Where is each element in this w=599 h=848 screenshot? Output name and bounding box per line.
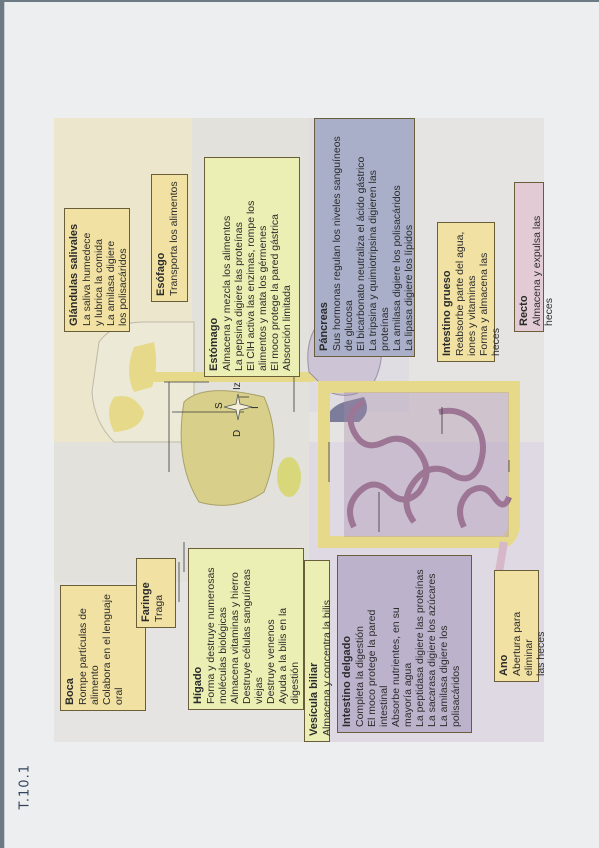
higado-line: Forma y destruye numerosas [205, 567, 217, 704]
large-intestine-shape [318, 381, 520, 548]
intestino-delgado-line: intestinal [378, 685, 390, 727]
estomago-title: Estómago [208, 317, 220, 371]
compass-star-icon [223, 393, 253, 421]
higado-line: Destruye venenos [265, 619, 277, 704]
intestino-grueso-title: Intestino grueso [441, 270, 453, 356]
intestino-delgado-line: Completa la digestión [354, 626, 366, 727]
pancreas-line: La lipasa digiere los lípidos [403, 224, 415, 351]
label-intestino-grueso: Intestino grueso Reabsorbe parte del agu… [437, 222, 502, 362]
esofago-title: Esófago [155, 252, 167, 296]
higado-title: Hígado [192, 666, 204, 704]
pancreas-line: La amilasa digiere los polisacáridos [391, 185, 403, 351]
estomago-line: El ClH activa las enzimas, rompe los [245, 200, 257, 371]
salivary-gland-shape [109, 396, 144, 432]
intestino-grueso-line: iones y vitaminas [466, 275, 478, 356]
pancreas-line: El bicarbonato neutraliza el ácido gástr… [355, 156, 367, 351]
higado-line: moléculas biológicas [217, 607, 229, 704]
page-note-text: T.10.1 [17, 764, 33, 810]
higado-line: digestión [289, 661, 301, 704]
vesicula-line: Almacena y concentra la bilis [321, 600, 333, 736]
label-vesicula: Vesícula biliar Almacena y concentra la … [304, 560, 333, 742]
higado-line: Destruye células sanguíneas [241, 569, 253, 704]
compass-label-d: D [232, 429, 243, 437]
pancreas-line: La tripsina y quimiotripsina digieren la… [367, 170, 379, 351]
pancreas-line: Sus hormonas regulan los niveles sanguín… [331, 136, 343, 351]
esofago-line: Transporta los alimentos [168, 181, 180, 296]
recto-line: Almacena y expulsa las heces [531, 215, 555, 326]
ano-line: las heces [535, 631, 547, 676]
higado-line: viejas [253, 677, 265, 704]
intestino-delgado-line: La amilasa digiere los [438, 625, 450, 727]
boca-line: Colabora en el lenguaje [101, 594, 113, 705]
intestino-delgado-line: El moco protege la pared [366, 609, 378, 727]
faringe-line: Traga [153, 594, 165, 622]
digestive-system-plate: S I D Iz Boca Rompe partículas de alimen… [54, 118, 555, 742]
intestino-delgado-line: La sacarasa digiere los azúcares [426, 573, 438, 727]
higado-line: Almacena vitaminas y hierro [229, 572, 241, 704]
handwritten-page-note: T.10.1 [5, 764, 45, 812]
intestino-grueso-line: Forma y almacena las heces [478, 252, 502, 356]
boca-line: Rompe partículas de [77, 608, 89, 705]
glandulas-line: La saliva humedece [81, 232, 93, 326]
label-boca: Boca Rompe partículas de alimento Colabo… [60, 585, 146, 711]
label-estomago: Estómago Almacena y mezcla los alimentos… [204, 157, 300, 377]
vesicula-title: Vesícula biliar [308, 662, 320, 736]
higado-line: Ayuda a la bilis en la [277, 607, 289, 704]
estomago-line: Almacena y mezcla los alimentos [221, 215, 233, 371]
intestino-delgado-line: mayoría agua [402, 662, 414, 727]
label-glandulas-salivales: Glándulas salivales La saliva humedece y… [64, 208, 130, 332]
boca-line: alimento [89, 665, 101, 705]
pancreas-line: de glucosa [343, 300, 355, 351]
glandulas-line: y lubrica la comida [93, 239, 105, 326]
label-faringe: Faringe Traga [136, 558, 176, 628]
intestino-delgado-line: polisacáridos [450, 665, 462, 727]
intestino-grueso-line: Reabsorbe parte del agua, [454, 231, 466, 356]
boca-line: oral [113, 687, 125, 705]
label-recto: Recto Almacena y expulsa las heces [514, 182, 555, 332]
estomago-line: Absorción limitada [281, 285, 293, 371]
glandulas-line: La amilasa digiere [105, 240, 117, 326]
estomago-line: El moco protege la pared gástrica [269, 213, 281, 371]
rotated-figure: S I D Iz Boca Rompe partículas de alimen… [54, 118, 555, 742]
intestino-delgado-line: La peptidasa digiere las proteínas [414, 569, 426, 727]
compass-label-iz: Iz [232, 382, 243, 390]
glandulas-line: los polisacáridos [117, 248, 129, 326]
intestino-delgado-line: Absorbe nutrientes, en su [390, 607, 402, 727]
ano-line: Abertura para eliminar [511, 611, 535, 676]
estomago-line: alimentos y mata los gérmenes [257, 225, 269, 371]
label-higado: Hígado Forma y destruye numerosas molécu… [188, 548, 304, 710]
label-intestino-delgado: Intestino delgado Completa la digestión … [337, 555, 472, 733]
label-esofago: Esófago Transporta los alimentos [151, 174, 188, 302]
pancreas-title: Páncreas [318, 302, 330, 351]
faringe-title: Faringe [140, 582, 152, 622]
pancreas-line: proteínas [379, 307, 391, 351]
label-pancreas: Páncreas Sus hormonas regulan los nivele… [314, 118, 415, 357]
glandulas-title: Glándulas salivales [68, 223, 80, 326]
paper-sheet: T.10.1 [4, 2, 599, 848]
ano-title: Ano [498, 654, 510, 676]
recto-title: Recto [518, 295, 530, 326]
estomago-line: La pepsina digiere las proteínas [233, 222, 245, 371]
intestino-delgado-title: Intestino delgado [341, 635, 353, 727]
leader-lines [164, 297, 510, 602]
gallbladder-shape [277, 457, 301, 497]
boca-title: Boca [64, 678, 76, 705]
liver-shape [180, 390, 275, 506]
small-intestine-shape [347, 399, 512, 529]
label-ano: Ano Abertura para eliminar las heces [494, 570, 547, 682]
